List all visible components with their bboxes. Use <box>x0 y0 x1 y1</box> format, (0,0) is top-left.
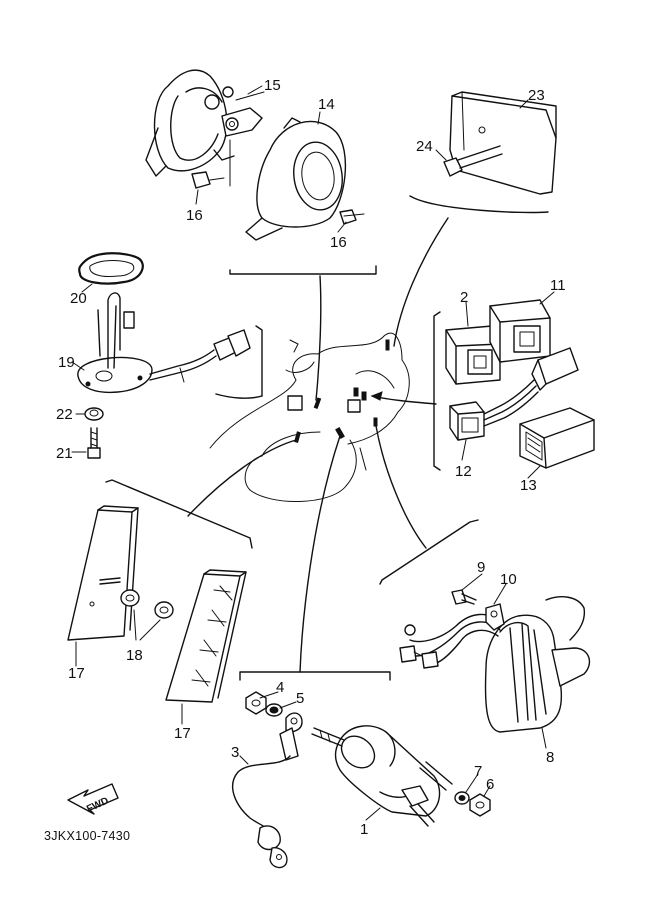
connector-11 <box>489 299 551 363</box>
nut-18 <box>120 589 174 641</box>
part-label-6: 6 <box>486 776 494 793</box>
part-label-22: 22 <box>56 406 73 423</box>
relay-8 <box>484 596 591 733</box>
washer-7 <box>454 791 470 805</box>
part-label-19: 19 <box>58 354 75 371</box>
part-label-16a: 16 <box>186 207 203 224</box>
reflector-17-left <box>67 505 139 641</box>
part-label-2: 2 <box>460 289 468 306</box>
bracket-reflector <box>105 479 253 549</box>
part-label-13: 13 <box>520 477 537 494</box>
part-label-3: 3 <box>231 744 239 761</box>
washer-5 <box>265 703 283 717</box>
fuel-sensor-19 <box>77 292 251 394</box>
part-label-12: 12 <box>455 463 472 480</box>
callout-leaders <box>71 85 555 821</box>
clamp-10 <box>485 603 505 631</box>
part-label-9: 9 <box>477 559 485 576</box>
part-label-8: 8 <box>546 749 554 766</box>
nut-6 <box>469 793 491 817</box>
part-label-24: 24 <box>416 138 433 155</box>
license-light-23 <box>449 91 557 195</box>
starter-relay-1 <box>311 725 453 827</box>
bracket-light <box>409 195 549 214</box>
bracket-horns <box>229 265 377 275</box>
horn-15 <box>145 69 265 189</box>
part-label-5: 5 <box>296 690 304 707</box>
nut-22 <box>84 407 104 421</box>
nut-4 <box>245 691 267 715</box>
connector-2 <box>445 325 501 385</box>
part-label-10: 10 <box>500 571 517 588</box>
cable-3 <box>232 712 303 869</box>
part-label-4: 4 <box>276 679 284 696</box>
part-label-17a: 17 <box>68 665 85 682</box>
frame-outline <box>209 332 410 503</box>
part-label-11: 11 <box>550 277 566 294</box>
connector-12 <box>449 347 579 441</box>
screw-24 <box>443 145 503 177</box>
bracket-connectors <box>433 311 441 471</box>
screw-9 <box>451 589 477 605</box>
part-label-21: 21 <box>56 445 73 462</box>
connector-13 <box>519 407 595 469</box>
fwd-arrow-icon: FWD <box>67 783 119 815</box>
reflector-17-right <box>165 569 247 703</box>
part-label-14: 14 <box>318 96 335 113</box>
bracket-sensor <box>255 325 263 397</box>
part-label-17b: 17 <box>174 725 191 742</box>
part-label-23: 23 <box>528 87 545 104</box>
bracket-relay <box>379 519 479 585</box>
part-label-16b: 16 <box>330 234 347 251</box>
diagram-code: 3JKX100-7430 <box>44 829 130 843</box>
bracket-starter <box>239 671 391 681</box>
part-label-7: 7 <box>474 763 482 780</box>
part-label-15: 15 <box>264 77 281 94</box>
horn-14 <box>245 117 365 241</box>
seal-20 <box>78 252 144 285</box>
leader-lines <box>187 217 449 673</box>
screw-21 <box>87 427 101 459</box>
part-label-20: 20 <box>70 290 87 307</box>
wire-harness-relay <box>399 613 501 669</box>
part-label-1: 1 <box>360 821 368 838</box>
part-label-18: 18 <box>126 647 143 664</box>
